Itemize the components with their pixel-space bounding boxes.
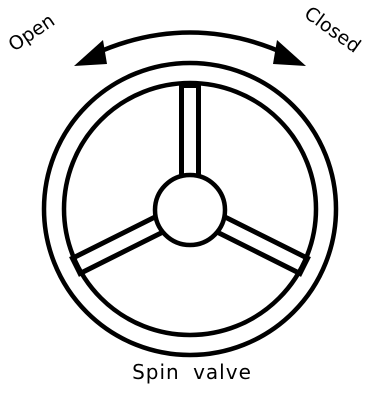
arrow-shaft (92, 33, 288, 56)
wheel-hub (155, 175, 225, 245)
arrow-head-left (74, 40, 107, 66)
arrow-head-right (273, 40, 306, 66)
valve-handwheel-icon (44, 63, 336, 355)
open-label: Open (4, 10, 58, 57)
diagram-caption: Spin valve (0, 360, 384, 384)
closed-label: Closed (300, 2, 365, 57)
